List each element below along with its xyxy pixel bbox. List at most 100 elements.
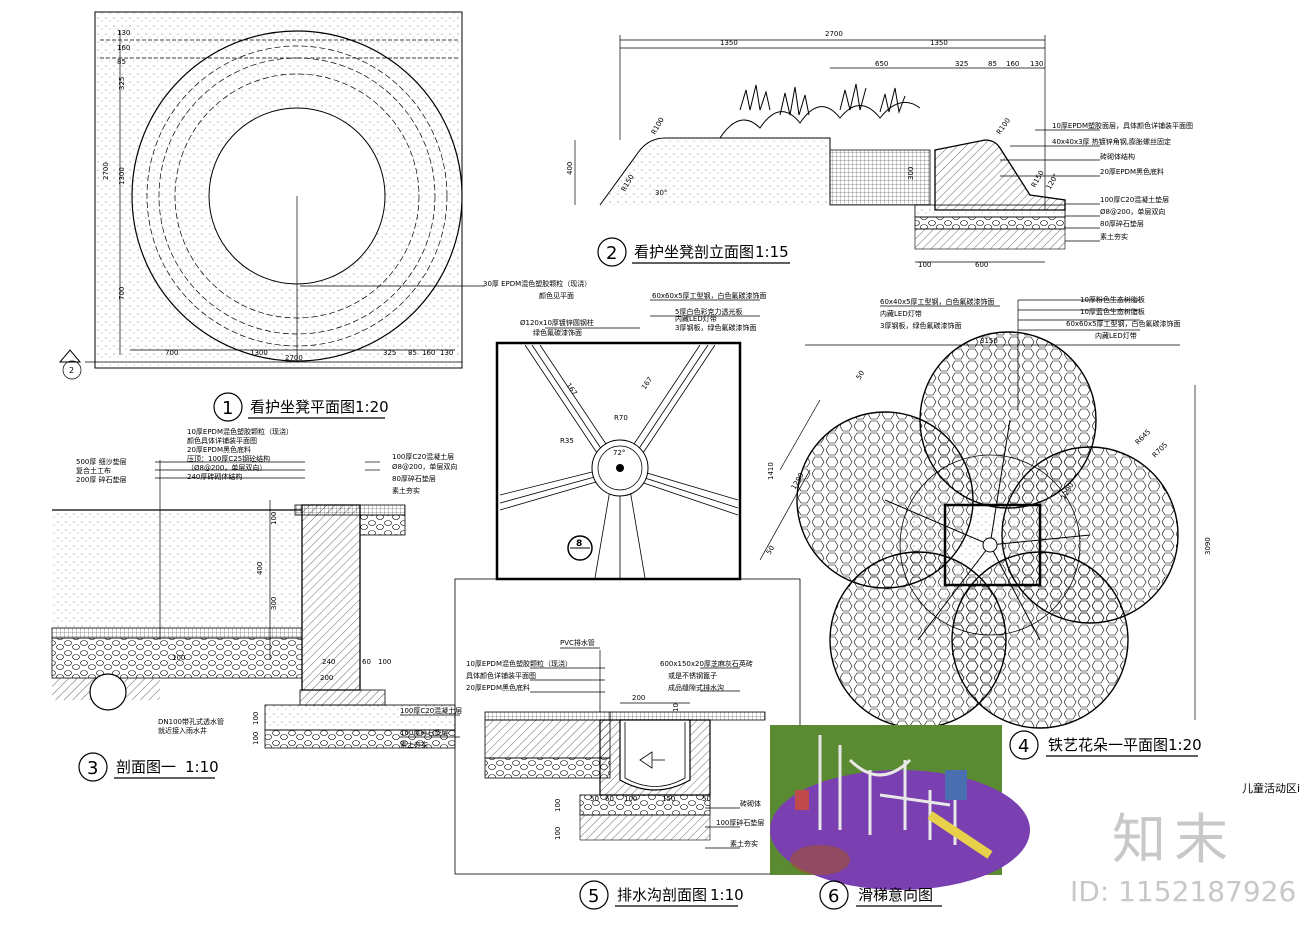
drain-scale: 1:10 xyxy=(710,886,744,904)
drain-note-5: 或是不锈钢篦子 xyxy=(668,671,717,680)
plan-dim-left-2: 700 xyxy=(118,287,126,300)
drain-dim-4: 100 xyxy=(624,795,637,803)
s3-scale: 1:10 xyxy=(185,758,219,776)
s3-note-base-2: 素土夯实 xyxy=(400,740,428,749)
s3-title: 剖面图一 xyxy=(116,758,176,776)
s3-number: 3 xyxy=(87,758,98,779)
s3-note-base-1: 100厚碎石垫层 xyxy=(400,728,448,737)
s3-note-top-4: （Ø8@200，单层双向） xyxy=(187,463,266,472)
d8-note-4: 内藏LED灯带 xyxy=(675,314,717,323)
plan-note: 30厚 EPDM混色塑胶颗粒（现浇） xyxy=(483,279,591,288)
s3-note-left-2: 200厚 碎石垫层 xyxy=(76,475,127,484)
detail8-drawing xyxy=(495,299,760,581)
section3-drawing xyxy=(51,460,460,749)
s2-dim-1: 1350 xyxy=(930,39,948,47)
s3-note-top-3: 压顶：100厚C25钢砼结构 xyxy=(187,454,270,463)
s3-dim-7: 100 xyxy=(172,654,185,662)
s3-dim-2: 300 xyxy=(270,597,278,610)
plan-number: 1 xyxy=(222,398,233,419)
plan-dim-top-1: 160 xyxy=(117,44,130,52)
s3-dim-0: 100 xyxy=(270,512,278,525)
drain-note-4: 600x150x20厚芝麻灰石英砖 xyxy=(660,659,753,668)
s2-dim-0: 1350 xyxy=(720,39,738,47)
s2-note-6: 80厚碎石垫层 xyxy=(1100,219,1144,228)
s3-note-left-1: 复合土工布 xyxy=(76,466,111,475)
s2-dim-b0: 100 xyxy=(918,261,931,269)
drain-number: 5 xyxy=(588,886,599,907)
plan-number-circle xyxy=(213,392,243,422)
drain-note-0: PVC排水管 xyxy=(560,638,595,647)
plan-dim-3: 85 xyxy=(408,349,417,357)
drain-dim-8: 100 xyxy=(554,827,562,840)
brand-watermark: 知末 xyxy=(1112,808,1236,871)
s3-note-left-0: 500厚 细沙垫层 xyxy=(76,457,127,466)
s2-radius-0: R100 xyxy=(650,116,666,136)
s2-dim-r0: 650 xyxy=(875,60,888,68)
d8-note-3: 5厚白色彩克力透光板 xyxy=(675,307,742,316)
drain-note-3: 20厚EPDM黑色底料 xyxy=(466,683,530,692)
plan-dim-5: 130 xyxy=(440,349,453,357)
s3-dim-9: 100 xyxy=(252,732,260,745)
s3-note-right-3: 素土夯实 xyxy=(392,486,420,495)
plan-ref-mark: 2 xyxy=(69,366,74,375)
flower-note-5: 60x60x5厚工型钢，白色氟碳漆饰面 xyxy=(1066,319,1181,328)
d8-note-0: Ø120x10厚镀锌圆钢柱 xyxy=(520,318,594,327)
drain-note-2: 具体颜色详铺装平面图 xyxy=(466,671,536,680)
id-watermark: ID: 1152187926 xyxy=(1070,875,1297,908)
s2-angle-0: 30° xyxy=(655,189,667,197)
d8-note-5: 3厚钢板，绿色氟碳漆饰面 xyxy=(675,323,756,332)
flower-dim-4: R645 xyxy=(1134,428,1153,447)
slide-number-circle xyxy=(819,880,849,910)
s3-dim-5: 100 xyxy=(378,658,391,666)
s2-dim-total: 2700 xyxy=(825,30,843,38)
flower-note-2: 3厚钢板，绿色氟碳漆饰面 xyxy=(880,321,961,330)
plan-dim-1: 1300 xyxy=(250,349,268,357)
d8-note-2: 60x60x5厚工型钢，白色氟碳漆饰面 xyxy=(652,291,767,300)
s3-note-top-2: 20厚EPDM黑色底料 xyxy=(187,445,251,454)
plan-drawing xyxy=(58,11,485,380)
s3-note-bottom-0: DN100带孔式透水管 xyxy=(158,717,224,726)
s2-title: 看护坐凳剖立面图 xyxy=(634,243,754,261)
drain-title: 排水沟剖面图 xyxy=(617,886,707,904)
flower-dim-2: 1410 xyxy=(767,462,775,480)
drain-note-6: 成品缝隙式排水沟 xyxy=(668,683,724,692)
s2-note-4: 100厚C20混凝土垫层 xyxy=(1100,195,1169,204)
drain-number-circle xyxy=(579,880,609,910)
s3-dim-3: 240 xyxy=(322,658,335,666)
plan-dim-left-1: 1300 xyxy=(118,167,126,185)
plan-dim-left-3: 325 xyxy=(118,77,126,90)
flower-note-4: 10厚蓝色生态树脂板 xyxy=(1080,307,1145,316)
s2-dim-r1: 325 xyxy=(955,60,968,68)
s2-radius-3: R150 xyxy=(1030,169,1046,189)
flower-dim-1: 3090 xyxy=(1204,537,1212,555)
s3-dim-8: 100 xyxy=(252,712,260,725)
s3-note-right-2: 80厚碎石垫层 xyxy=(392,474,436,483)
flower-title: 铁艺花朵一平面图 xyxy=(1048,736,1168,754)
s2-scale: 1:15 xyxy=(755,243,789,261)
drain-dim-0: 200 xyxy=(632,694,645,702)
s2-note-0: 10厚EPDM塑胶面层，具体颜色详铺装平面图 xyxy=(1052,121,1193,130)
d8-ref-mark: 8 xyxy=(576,539,582,549)
s2-note-1: 40x40x3厚 热镀锌角钢,膨胀螺丝固定 xyxy=(1052,137,1171,146)
s2-dim-r4: 130 xyxy=(1030,60,1043,68)
s3-dim-6: 200 xyxy=(320,674,333,682)
flower-number-circle xyxy=(1009,730,1039,760)
s3-note-top-0: 10厚EPDM混色塑胶颗粒（现浇） xyxy=(187,427,293,436)
plan-dim-total: 2700 xyxy=(285,354,303,362)
s2-number-circle xyxy=(597,237,627,267)
flower-dim-5: R705 xyxy=(1151,441,1170,460)
s2-number: 2 xyxy=(606,243,617,264)
flower-note-3: 10厚粉色生态树脂板 xyxy=(1080,295,1145,304)
s2-dim-r2: 85 xyxy=(988,60,997,68)
s2-note-5: Ø8@200，单层双向 xyxy=(1100,207,1165,216)
drain-note-8: 100厚碎石垫层 xyxy=(716,818,764,827)
s2-dim-b1: 600 xyxy=(975,261,988,269)
plan-dim-2: 325 xyxy=(383,349,396,357)
drain-dim-3: 60 xyxy=(605,795,614,803)
flower-drawing xyxy=(759,299,1196,729)
d8-note-1: 绿色氟碳漆饰面 xyxy=(533,328,582,337)
flower-dim-7: 50 xyxy=(765,544,776,556)
flower-note-6: 内藏LED灯带 xyxy=(1095,331,1137,340)
s2-note-7: 素土夯实 xyxy=(1100,232,1128,241)
